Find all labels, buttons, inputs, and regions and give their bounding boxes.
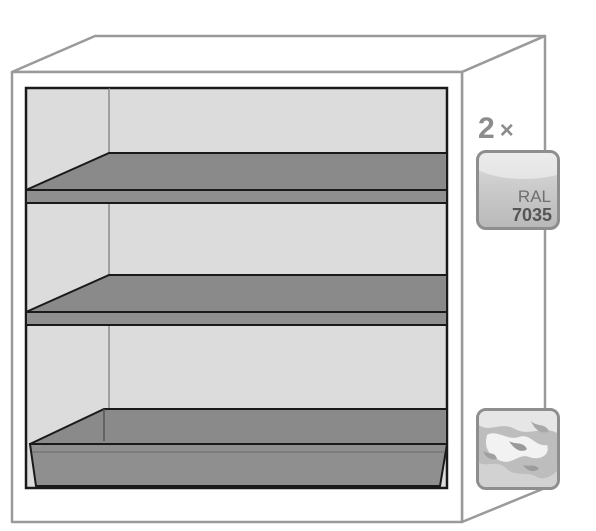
quantity-number: 2 — [478, 112, 495, 145]
sump-tray — [28, 408, 449, 487]
ral-label: RAL — [517, 187, 551, 206]
shelf-top — [25, 152, 448, 204]
texture-pattern — [479, 411, 557, 487]
ral-code: 7035 — [511, 205, 552, 225]
multiply-sign: × — [499, 117, 514, 144]
shelf-middle — [25, 274, 448, 326]
quantity-label: 2 × — [478, 112, 548, 148]
texture-swatch-icon — [476, 408, 560, 490]
colour-swatch-icon: RAL 7035 — [476, 150, 560, 230]
